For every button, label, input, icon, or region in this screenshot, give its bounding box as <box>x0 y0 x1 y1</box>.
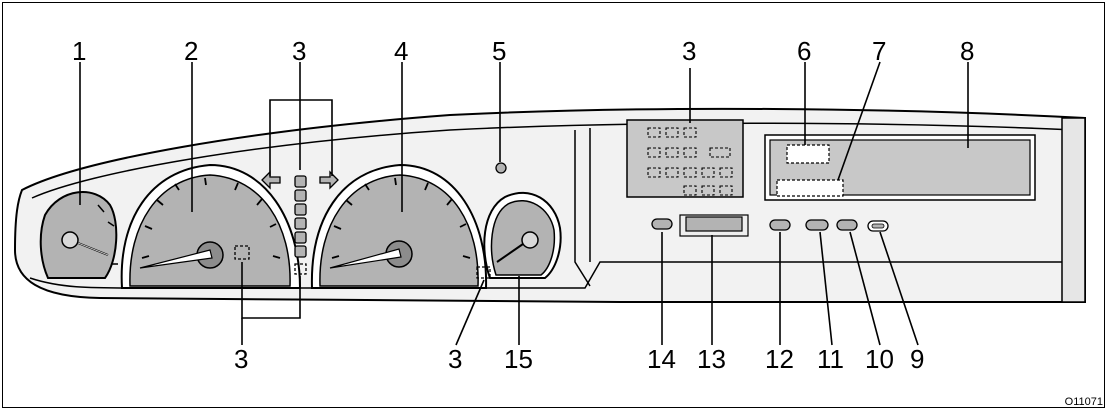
callout-3-bottom-mid: 3 <box>448 344 462 374</box>
callout-9: 9 <box>910 344 924 374</box>
button-10 <box>837 220 857 230</box>
button-11 <box>806 220 828 230</box>
callout-6: 6 <box>797 36 811 66</box>
callout-1: 1 <box>72 36 86 66</box>
callout-15: 15 <box>504 344 533 374</box>
callout-12: 12 <box>765 344 794 374</box>
warning-light-panel <box>627 120 743 197</box>
figure-code: O11071 <box>1065 396 1103 408</box>
display-13 <box>686 217 742 231</box>
callout-3-panel: 3 <box>682 36 696 66</box>
button-14 <box>652 219 672 229</box>
callout-10: 10 <box>865 344 894 374</box>
callout-2: 2 <box>184 36 198 66</box>
callout-14: 14 <box>647 344 676 374</box>
indicator-light-5 <box>496 163 506 173</box>
callout-11: 11 <box>817 344 844 374</box>
callout-7: 7 <box>872 36 886 66</box>
callout-3-bottom-left: 3 <box>234 344 248 374</box>
callout-5: 5 <box>492 36 506 66</box>
button-12 <box>770 220 790 230</box>
callout-13: 13 <box>697 344 726 374</box>
callout-4: 4 <box>394 36 408 66</box>
callout-3-top: 3 <box>292 36 306 66</box>
right-bezel <box>1062 118 1085 302</box>
callout-8: 8 <box>960 36 974 66</box>
